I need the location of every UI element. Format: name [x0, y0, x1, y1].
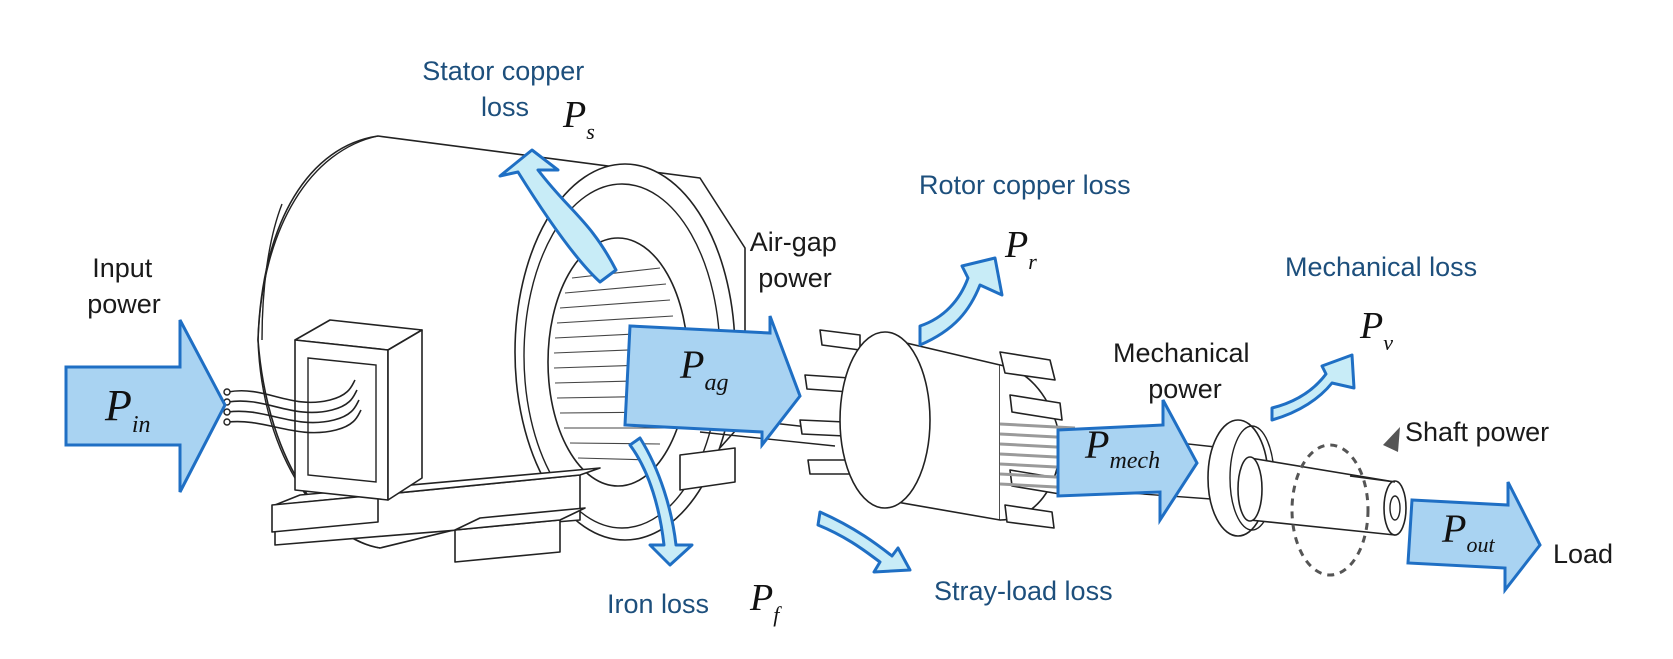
label-airgap-power: Air-gap power [750, 227, 845, 293]
label-mechanical-loss: Mechanical loss [1285, 252, 1477, 282]
symbol-p-r: Pr [1004, 224, 1037, 274]
rotor-front-face [840, 332, 930, 508]
label-input-power: Input power [87, 253, 161, 319]
label-rotor-copper-loss: Rotor copper loss [919, 170, 1131, 200]
label-shaft-power: Shaft power [1405, 417, 1549, 447]
symbol-p-f: Pf [749, 577, 782, 627]
arrow-mechanical-loss [1272, 355, 1354, 420]
label-mechanical-power: Mechanical power [1113, 338, 1257, 404]
label-stray-load-loss: Stray-load loss [934, 576, 1113, 606]
arrow-input-power [66, 320, 225, 492]
symbol-p-v: Pv [1359, 305, 1393, 355]
label-load: Load [1553, 539, 1613, 569]
label-iron-loss: Iron loss [607, 589, 709, 619]
arrow-rotor-copper-loss [920, 258, 1002, 345]
symbol-p-s: Ps [562, 94, 595, 144]
terminal-box [295, 320, 422, 500]
shaft-end [1384, 481, 1406, 535]
arrow-stray-load-loss [818, 512, 910, 572]
